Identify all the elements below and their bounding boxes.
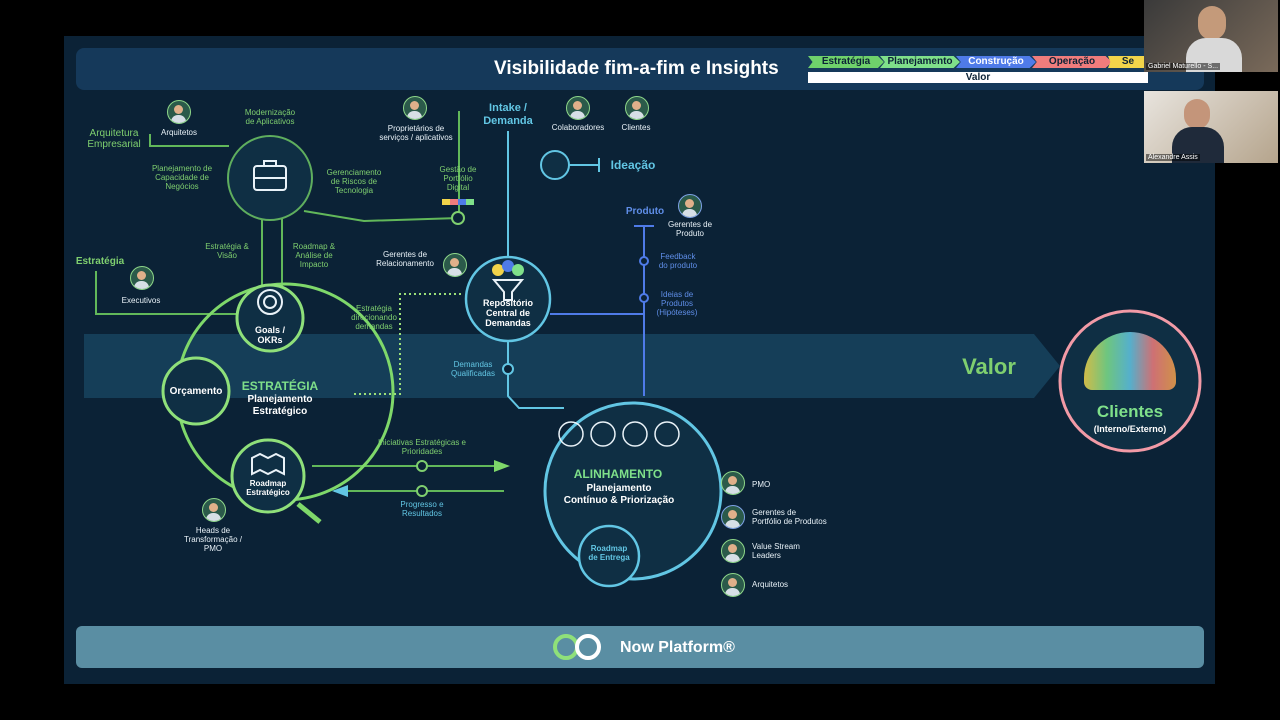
label-gerenciamento-riscos: Gerenciamento de Riscos de Tecnologia xyxy=(326,168,382,195)
label-pmo: PMO xyxy=(752,480,771,489)
label-intake: Intake / Demanda xyxy=(483,102,533,127)
label-feedback-produto: Feedback do produto xyxy=(658,252,698,270)
goals-circle xyxy=(235,283,305,353)
label-gerentes-portfolio: Gerentes de Portfólio de Produtos xyxy=(752,508,827,526)
phase-planejamento: Planejamento xyxy=(880,56,960,68)
now-platform-bar: Now Platform® xyxy=(76,626,1204,668)
dotted-connector xyxy=(354,293,464,395)
label-roadmap-entrega: Roadmap de Entrega xyxy=(588,544,630,562)
label-estrategia-direcionando: Estratégia direcionando demandas xyxy=(351,304,397,331)
label-progresso: Progresso e Resultados xyxy=(400,500,444,518)
label-valor: Valor xyxy=(962,354,1016,379)
arquitetos-avatar xyxy=(167,100,191,124)
flow-diagram xyxy=(84,111,1202,588)
label-value-stream: Value Stream Leaders xyxy=(752,542,800,560)
label-gerentes-relacionamento: Gerentes de Relacionamento xyxy=(376,250,434,268)
label-ideias-produtos: Ideias de Produtos (Hipóteses) xyxy=(656,290,698,317)
label-modernizacao: Modernização de Aplicativos xyxy=(244,108,296,126)
presentation-slide: Visibilidade fim-a-fim e Insights Estrat… xyxy=(64,36,1215,684)
funnel-icon xyxy=(491,279,525,301)
label-roadmap-estrategico: Roadmap Estratégico xyxy=(246,479,290,497)
orcamento-circle xyxy=(161,356,231,426)
roadmap-entrega-circle xyxy=(577,524,641,588)
label-roadmap-analise: Roadmap & Análise de Impacto xyxy=(292,242,336,269)
gerentes-relacionamento-avatar xyxy=(443,253,467,277)
label-gestao-portfolio: Gestão de Portfólio Digital xyxy=(439,165,477,192)
label-repositorio: Repositório Central de Demandas xyxy=(482,298,533,328)
arrow-left xyxy=(332,485,348,497)
blue-connectors xyxy=(550,225,654,396)
value-stream-avatar xyxy=(721,539,745,563)
phase-operacao: Operação xyxy=(1032,56,1112,68)
heads-avatar xyxy=(202,498,226,522)
label-arquitetura: Arquitetura Empresarial xyxy=(87,128,141,150)
pmo-avatar xyxy=(721,471,745,495)
phase-estrategia: Estratégia xyxy=(808,56,884,68)
label-clientes-sub: (Interno/Externo) xyxy=(1093,424,1167,434)
label-heads: Heads de Transformação / PMO xyxy=(184,526,242,553)
roadmap-circle xyxy=(230,438,306,514)
label-gerentes-produto: Gerentes de Produto xyxy=(667,220,713,238)
phase-construcao: Construção xyxy=(956,56,1036,68)
node-dots xyxy=(416,211,465,497)
label-arquitetos-top: Arquitetos xyxy=(160,128,198,137)
avatar xyxy=(1198,6,1226,40)
now-platform-label: Now Platform® xyxy=(620,639,735,656)
valor-bar: Valor xyxy=(808,72,1148,83)
participant-name-2: Alexandre Assis xyxy=(1146,154,1200,161)
executivos-avatar xyxy=(130,266,154,290)
header-bar xyxy=(76,48,1204,90)
label-demandas-qualificadas: Demandas Qualificadas xyxy=(450,360,496,378)
valor-arrow-band xyxy=(84,334,1060,398)
arrow-right xyxy=(494,460,510,472)
label-produto: Produto xyxy=(625,206,665,217)
label-alinhamento-title: ALINHAMENTO xyxy=(573,467,663,481)
proprietarios-avatar xyxy=(403,96,427,120)
target-icon xyxy=(257,289,283,315)
label-proprietarios: Proprietários de serviços / aplicativos xyxy=(379,124,453,142)
avatar xyxy=(1184,99,1210,129)
now-logo-icon xyxy=(553,634,601,660)
label-goals-okrs: Goals / OKRs xyxy=(254,325,285,345)
label-estrategia-visao: Estratégia & Visão xyxy=(205,242,249,260)
participant-video-1[interactable]: Gabriel Maturello - S... xyxy=(1144,0,1278,72)
label-orcamento: Orçamento xyxy=(169,386,223,397)
map-icon xyxy=(251,452,285,476)
participant-name-1: Gabriel Maturello - S... xyxy=(1146,63,1221,70)
label-colaboradores: Colaboradores xyxy=(551,123,605,132)
label-ideacao: Ideação xyxy=(610,158,656,172)
colaboradores-avatar xyxy=(566,96,590,120)
label-estrategia-sub: Planejamento Estratégico xyxy=(247,394,313,417)
label-estrategia-side: Estratégia xyxy=(75,256,125,267)
label-arquitetos-right: Arquitetos xyxy=(752,580,789,589)
ideacao-circle xyxy=(540,150,570,180)
participant-video-2[interactable]: Alexandre Assis xyxy=(1144,91,1278,163)
clientes-small-avatar xyxy=(625,96,649,120)
arquitetos-right-avatar xyxy=(721,573,745,597)
label-executivos: Executivos xyxy=(121,296,161,305)
label-clientes-small: Clientes xyxy=(621,123,651,132)
phase-se: Se xyxy=(1108,56,1148,68)
gerentes-portfolio-avatar xyxy=(721,505,745,529)
label-clientes-big: Clientes xyxy=(1096,402,1164,421)
alignment-icons xyxy=(558,421,680,447)
slide-title: Visibilidade fim-a-fim e Insights xyxy=(494,58,779,79)
label-estrategia-title: ESTRATÉGIA xyxy=(241,379,319,393)
label-iniciativas: Iniciativas Estratégicas e Prioridades xyxy=(377,438,467,456)
label-planejamento-capacidade: Planejamento de Capacidade de Negócios xyxy=(151,164,213,191)
label-alinhamento-sub: Planejamento Contínuo & Priorização xyxy=(563,483,675,506)
gerentes-produto-avatar xyxy=(678,194,702,218)
